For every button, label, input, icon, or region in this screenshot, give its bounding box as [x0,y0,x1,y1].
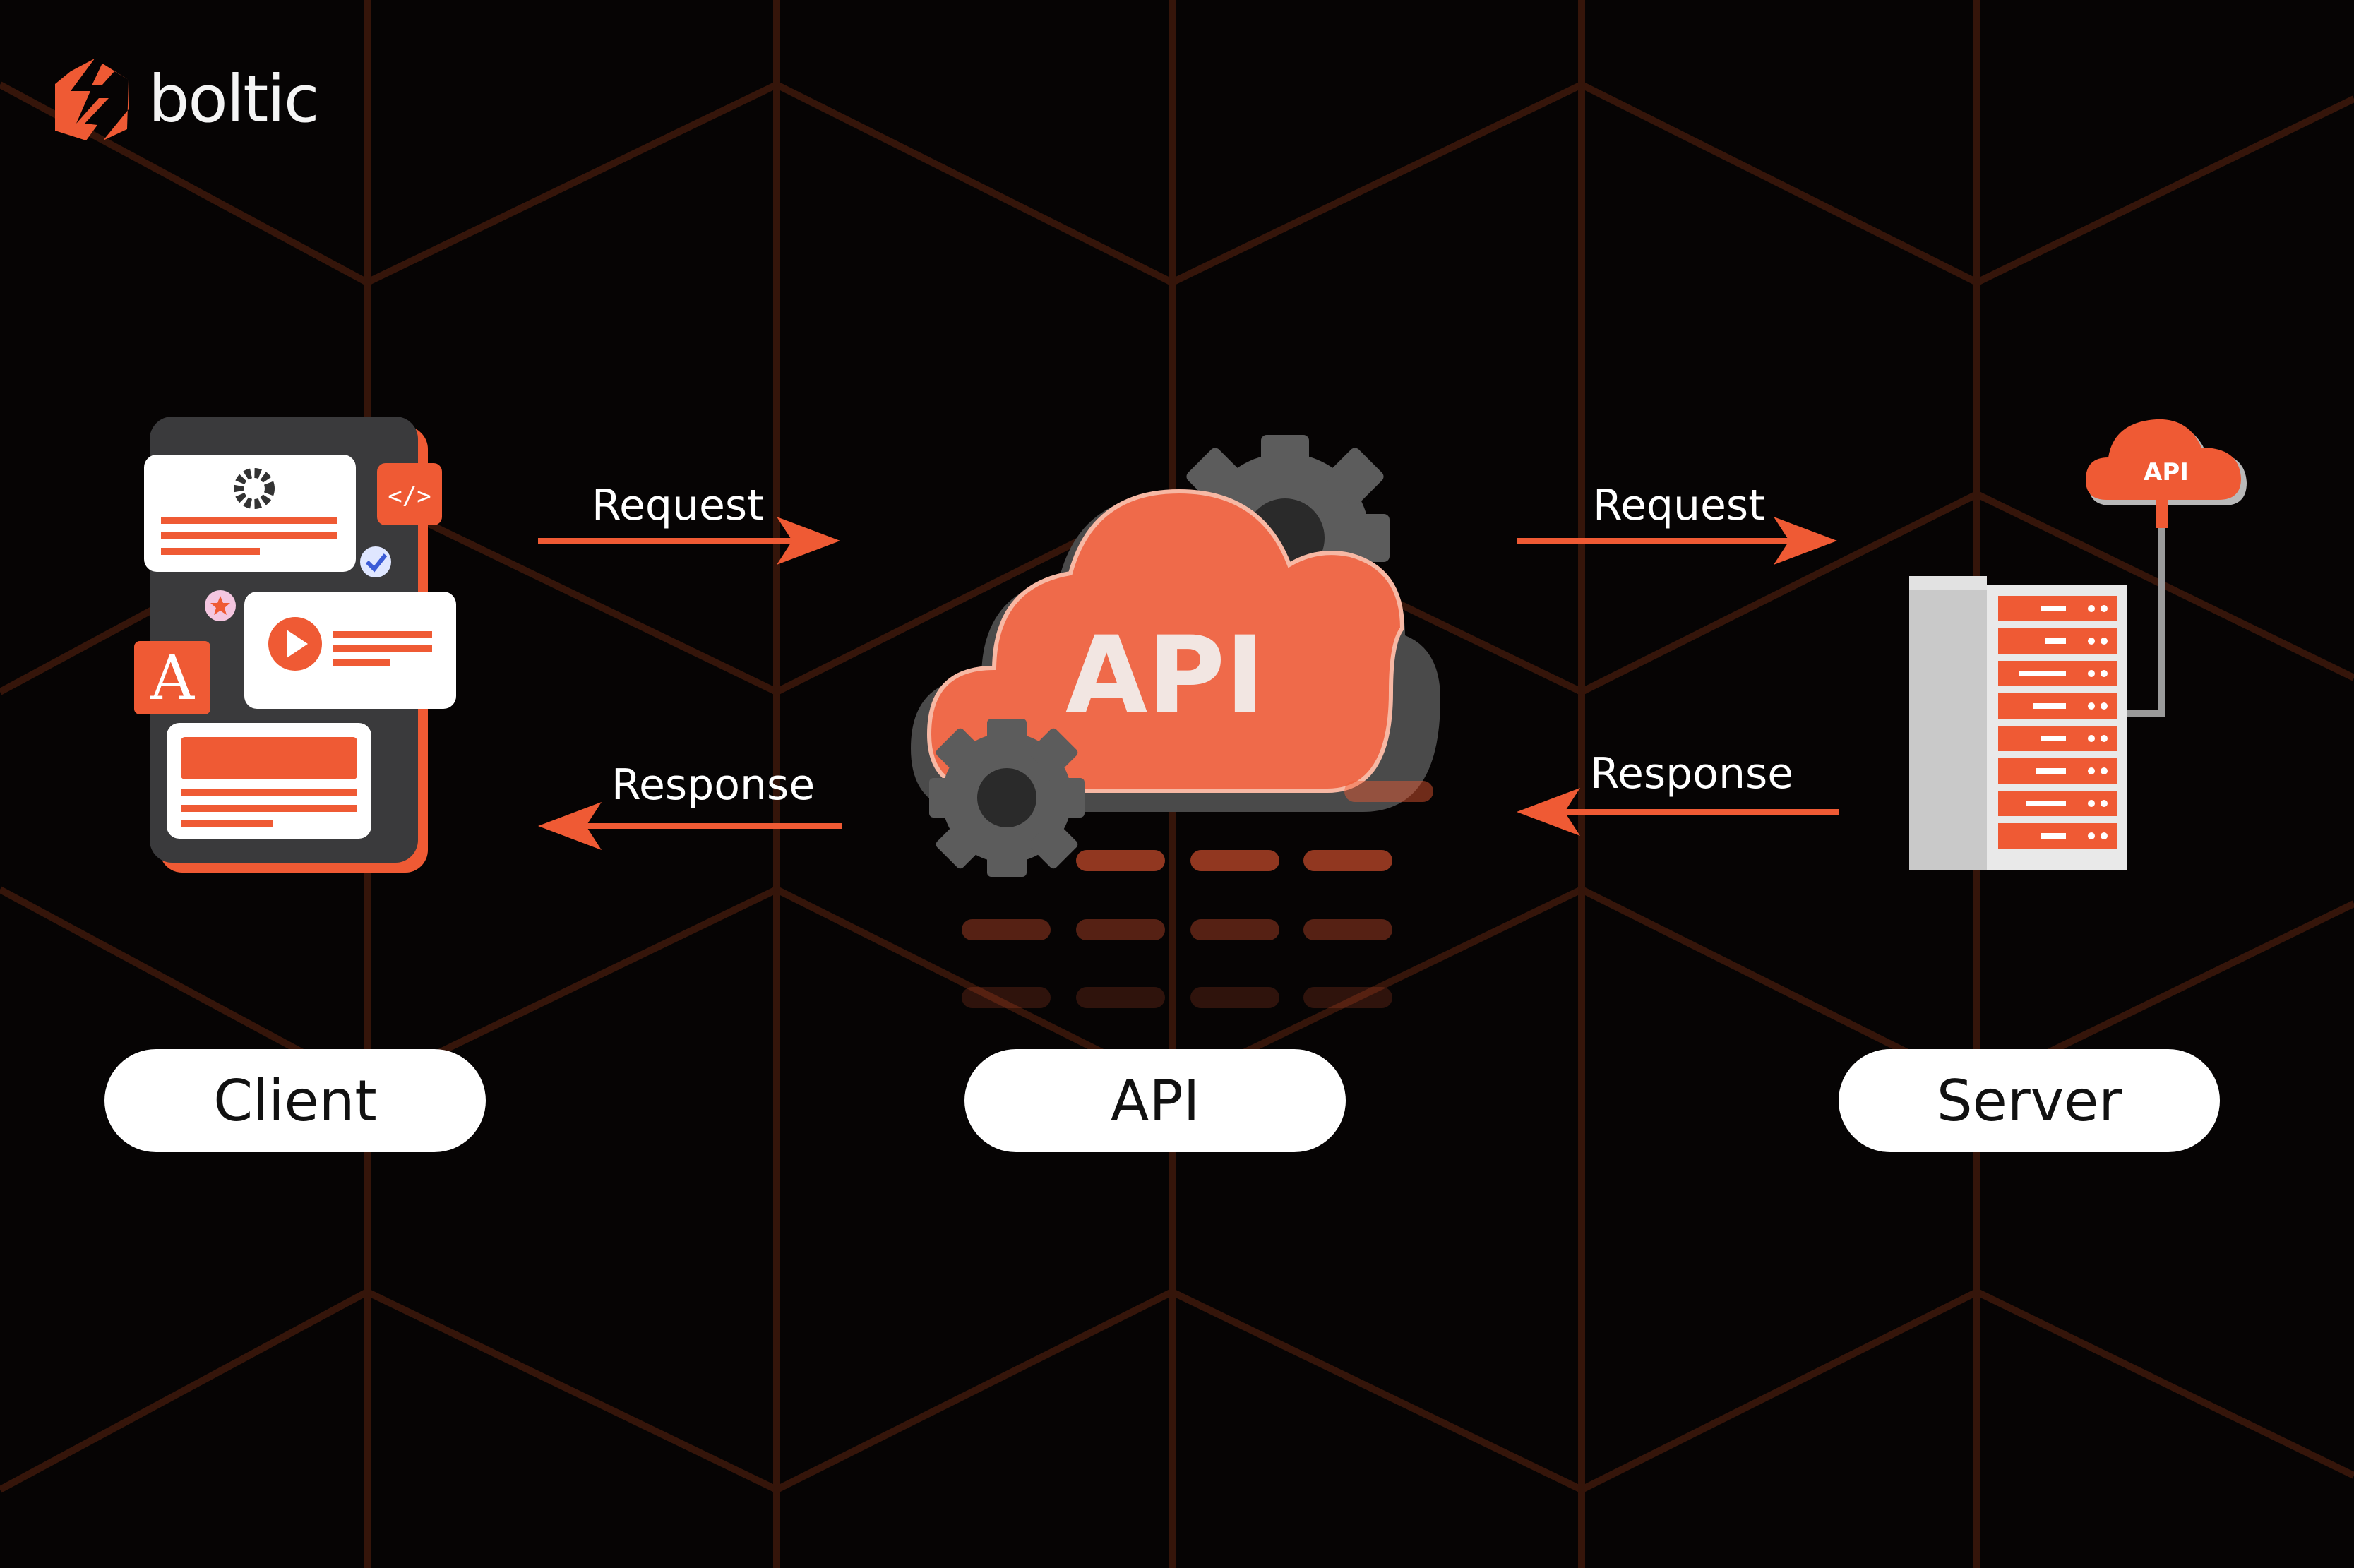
response-label-api-client: Response [611,760,815,810]
arrow-api-to-client [538,802,842,850]
network-cable [2117,528,2165,717]
svg-text:A: A [150,643,195,714]
response-label-server-api: Response [1590,749,1794,798]
small-gear-icon [929,719,1085,877]
font-icon: A [134,641,210,714]
bolt-logo-icon [55,59,129,140]
api-cloud-text: API [1065,614,1265,737]
settings-card [144,455,356,572]
svg-text:</>: </> [388,482,431,510]
arrow-api-to-server [1517,517,1837,565]
request-label-client-api: Request [592,481,764,530]
server-label: Server [1936,1067,2122,1134]
video-card [244,592,456,709]
server-cloud-text: API [2144,458,2189,486]
gear-icon [234,468,275,509]
server-label-pill: Server [1839,1049,2220,1152]
arrow-client-to-api [538,517,840,565]
arrow-server-to-api [1517,788,1839,836]
request-label-api-server: Request [1593,481,1765,530]
brand-logo: boltic [52,54,319,145]
api-cloud-small-icon: API [2086,419,2247,505]
api-label-pill: API [964,1049,1346,1152]
data-stream-bars [962,781,1433,1008]
code-icon: </> [377,463,442,525]
client-label: Client [213,1067,377,1134]
brand-name: boltic [148,61,319,137]
client-label-pill: Client [104,1049,486,1152]
api-label: API [1110,1067,1200,1134]
text-card [167,723,371,839]
cloud-shape: API [911,489,1440,812]
